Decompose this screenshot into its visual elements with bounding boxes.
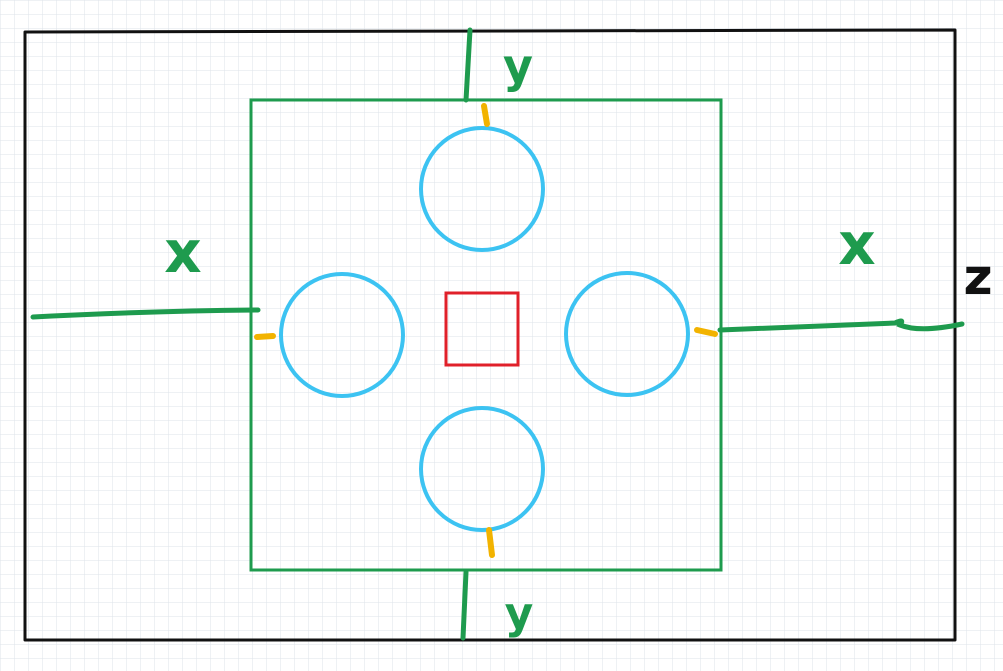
y-axis-line-top [463, 27, 473, 103]
outer-border [23, 28, 957, 642]
connector-bottom [486, 527, 495, 558]
label-x-left: x [164, 218, 201, 286]
circle-bottom [419, 406, 545, 532]
connector-top [481, 103, 490, 127]
x-axis-line-right [717, 318, 965, 333]
label-y-bottom: y [505, 588, 534, 639]
inner-square [249, 98, 723, 572]
label-x-right: x [838, 210, 875, 278]
circle-top [419, 126, 545, 252]
circle-left [279, 272, 405, 398]
circle-right [564, 271, 690, 397]
connector-right [694, 327, 718, 337]
y-axis-line-bottom [460, 569, 469, 641]
label-z-right: z [963, 248, 992, 306]
x-axis-line-left [30, 307, 261, 320]
center-square [444, 291, 520, 367]
connector-left [254, 333, 276, 340]
label-y-top: y [503, 39, 533, 93]
